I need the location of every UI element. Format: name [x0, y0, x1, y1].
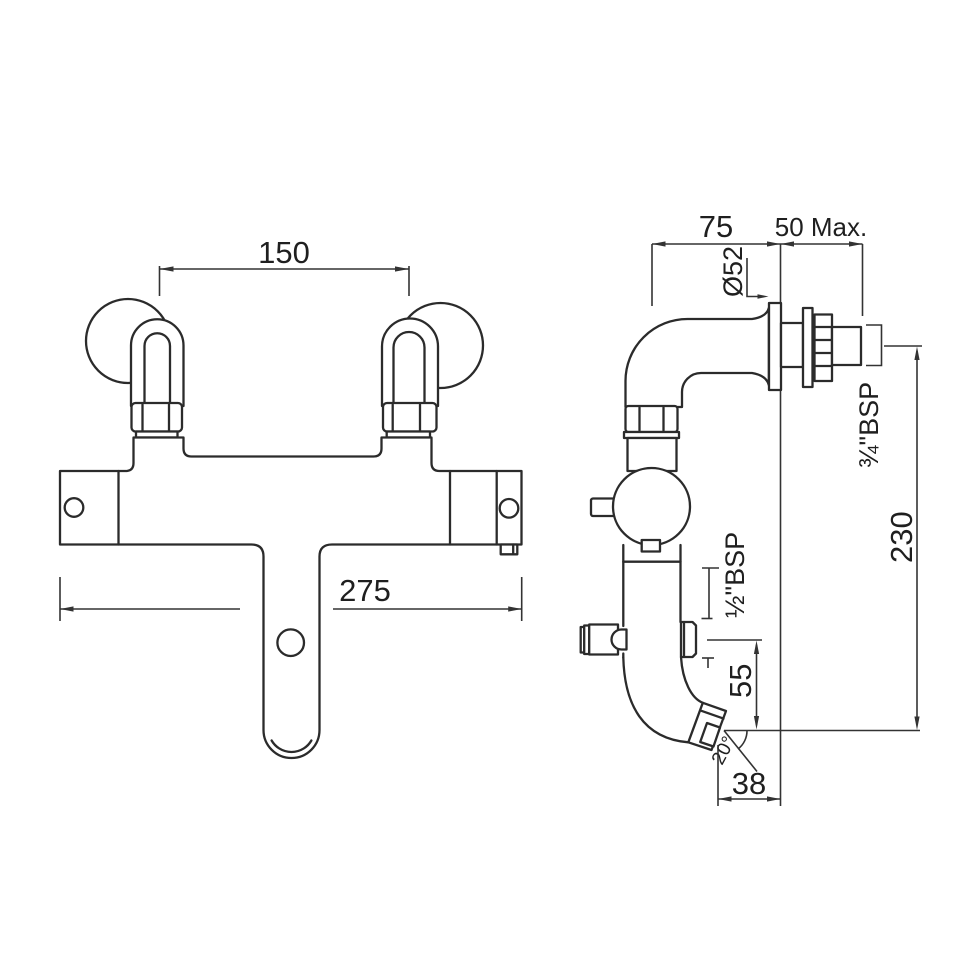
front-view: 150 275 [58, 235, 523, 760]
front-left-inlet [129, 318, 185, 439]
side-dim-230: 230 [724, 345, 922, 732]
side-backnut-washer [801, 306, 814, 389]
dim-12bsp-label: ½"BSP [720, 532, 750, 618]
dim-d52-label: Ø52 [718, 246, 748, 297]
front-left-nut [130, 401, 184, 433]
dim-50max-label: 50 Max. [775, 212, 868, 242]
side-dim-55: 55 [707, 639, 762, 730]
dim-38-label: 38 [732, 766, 766, 801]
front-left-screw-hole [63, 497, 85, 518]
side-dim-12bsp: ½"BSP [701, 532, 750, 668]
side-view: 75 50 Max. Ø52 ¾"BSP 230 [579, 209, 922, 806]
side-dim-50max: 50 Max. [775, 212, 868, 316]
side-dim-38: 38 [717, 745, 781, 806]
side-handshower-fitting [579, 623, 628, 656]
side-thread-assembly [779, 306, 863, 389]
front-bottom-outlet-tab [499, 543, 519, 556]
side-valve-body [622, 543, 682, 659]
front-right-screw-hole [498, 497, 520, 519]
dim-230-label: 230 [884, 511, 919, 563]
dim-55-label: 55 [723, 664, 758, 698]
front-dim-275: 275 [59, 573, 523, 621]
dim-275-label: 275 [339, 573, 391, 608]
front-spout-aerator [270, 739, 313, 754]
side-temperature-lever [589, 497, 617, 518]
front-dim-150: 150 [158, 235, 410, 296]
side-inlet-nut [624, 404, 679, 434]
side-upper-body [626, 436, 678, 473]
dim-150-label: 150 [258, 235, 310, 270]
side-wall-flange [767, 301, 783, 392]
side-inlet-thread-tail [830, 325, 863, 367]
front-right-nut [381, 401, 438, 433]
side-dim-d52: Ø52 [718, 246, 769, 299]
side-dim-75: 75 [651, 209, 781, 306]
side-backnut [813, 313, 834, 383]
side-spout [622, 655, 728, 752]
front-body [58, 436, 523, 760]
front-spout-hole [276, 628, 306, 658]
dim-75-label: 75 [699, 209, 733, 244]
side-control-knob [611, 466, 692, 547]
side-spout-aerator [699, 721, 722, 748]
side-elbow-pipe [624, 306, 770, 409]
side-dim-34bsp: ¾"BSP [854, 324, 884, 468]
front-right-inlet [380, 317, 440, 439]
side-knob-tab [640, 538, 662, 553]
dim-34bsp-label: ¾"BSP [854, 382, 884, 468]
side-outlet-block [679, 620, 698, 659]
